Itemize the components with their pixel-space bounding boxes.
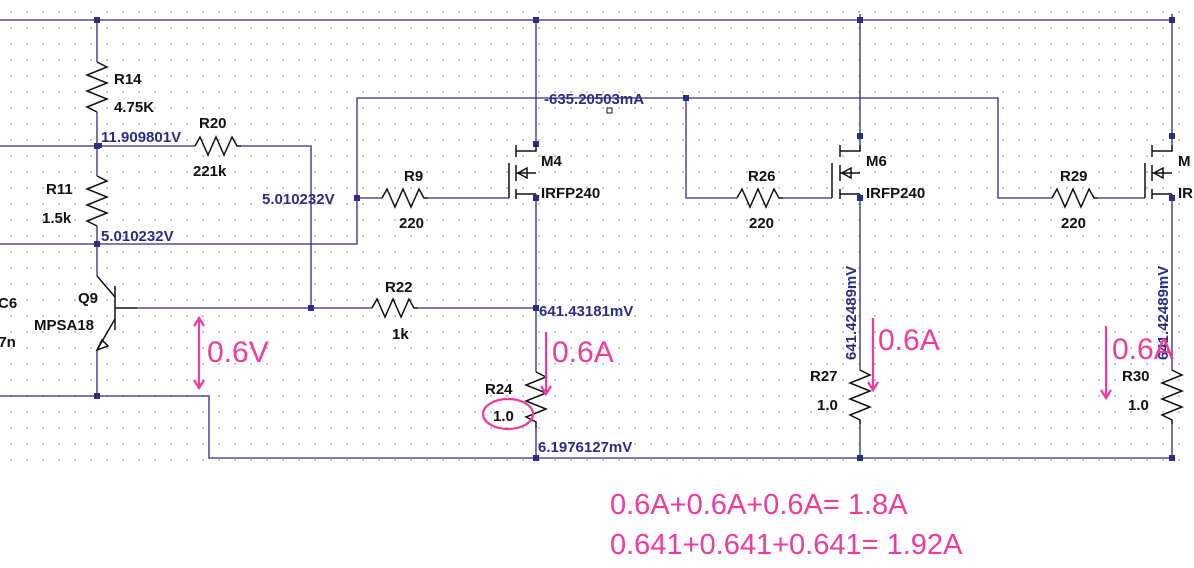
mosfet-right[interactable]: M IR xyxy=(1144,145,1193,202)
junction xyxy=(1169,195,1175,201)
m-right-model: IR xyxy=(1178,185,1193,202)
junction xyxy=(857,133,863,139)
junction xyxy=(94,241,100,247)
junction xyxy=(354,195,360,201)
r14-value: 4.75K xyxy=(114,99,154,116)
annotation-r24-circle xyxy=(481,397,535,431)
resistor-r14[interactable]: R14 4.75K xyxy=(84,61,154,116)
r9-value: 220 xyxy=(399,215,424,232)
r29-name: R29 xyxy=(1060,168,1088,185)
c6-value: 47n xyxy=(0,334,16,351)
resistor-r20[interactable]: R20 221k xyxy=(193,115,241,180)
junction xyxy=(533,455,539,461)
junction xyxy=(857,455,863,461)
resistor-r27[interactable]: R27 1.0 xyxy=(810,368,873,424)
annotation-vbe: 0.6V xyxy=(207,336,269,369)
transistor-q9[interactable]: Q9 MPSA18 xyxy=(34,275,137,352)
mosfet-m6[interactable]: M6 IRFP240 xyxy=(831,145,925,202)
junction xyxy=(1169,17,1175,23)
junction xyxy=(1169,455,1175,461)
r11-name: R11 xyxy=(46,181,73,198)
m-right-name: M xyxy=(1178,153,1191,170)
voltage-641-mright: 641.42489mV xyxy=(1155,266,1172,360)
m4-name: M4 xyxy=(541,153,562,170)
annotation-i2-arrow xyxy=(867,318,879,393)
r30-value: 1.0 xyxy=(1128,397,1149,414)
annotation-i3: 0.6A xyxy=(1112,333,1174,366)
junctions xyxy=(94,17,1175,461)
junction xyxy=(857,17,863,23)
r22-name: R22 xyxy=(385,279,413,296)
resistor-r22[interactable]: R22 1k xyxy=(371,279,418,343)
r30-name: R30 xyxy=(1122,368,1150,385)
q9-model: MPSA18 xyxy=(34,317,94,334)
annotation-sum-voltages: 0.641+0.641+0.641= 1.92A xyxy=(610,529,963,561)
junction xyxy=(94,17,100,23)
r14-name: R14 xyxy=(114,71,142,88)
current-probe-marker[interactable] xyxy=(606,107,613,114)
junction xyxy=(683,95,689,101)
current-probe-label: -635.20503mA xyxy=(544,91,644,108)
voltage-641-m4: 641.43181mV xyxy=(539,303,633,320)
r29-value: 220 xyxy=(1061,215,1086,232)
junction xyxy=(533,195,539,201)
annotation-i2: 0.6A xyxy=(878,324,940,357)
r11-value: 1.5k xyxy=(42,210,72,227)
junction xyxy=(97,143,102,148)
schematic-grid xyxy=(0,0,1194,470)
annotation-i1-arrow xyxy=(540,332,552,397)
voltage-641-m6: 641.42489mV xyxy=(843,266,860,360)
resistor-r9[interactable]: R9 220 xyxy=(381,168,428,232)
r20-name: R20 xyxy=(199,115,227,132)
r9-name: R9 xyxy=(404,168,423,185)
r24-name: R24 xyxy=(485,381,513,398)
r27-name: R27 xyxy=(810,368,838,385)
junction xyxy=(308,305,314,311)
junction xyxy=(533,305,539,311)
voltage-11909: 11.909801V xyxy=(101,129,181,146)
resistor-r24[interactable]: R24 1.0 xyxy=(485,371,549,428)
r26-name: R26 xyxy=(748,168,776,185)
junction xyxy=(1169,133,1175,139)
r20-value: 221k xyxy=(193,163,227,180)
annotation-vbe-arrow xyxy=(193,315,205,391)
annotation-i3-arrow xyxy=(1100,326,1112,401)
voltage-5010-node: 5.010232V xyxy=(101,228,174,245)
q9-name: Q9 xyxy=(78,290,98,307)
voltage-6197: 6.1976127mV xyxy=(538,439,632,456)
junction xyxy=(94,393,100,399)
r22-value: 1k xyxy=(392,326,409,343)
resistor-r26[interactable]: R26 220 xyxy=(736,168,783,232)
junction xyxy=(533,17,539,23)
r26-value: 220 xyxy=(749,215,774,232)
m4-model: IRFP240 xyxy=(541,185,600,202)
junction xyxy=(533,141,539,147)
junction xyxy=(857,195,863,201)
mosfet-m4[interactable]: M4 IRFP240 xyxy=(508,145,600,202)
c6-name: C6 xyxy=(0,295,17,312)
annotation-sum-currents: 0.6A+0.6A+0.6A= 1.8A xyxy=(610,489,908,521)
r24-value: 1.0 xyxy=(493,408,514,425)
annotation-i1: 0.6A xyxy=(552,336,614,369)
m6-name: M6 xyxy=(866,153,887,170)
wires xyxy=(0,14,1173,459)
resistor-r30[interactable]: R30 1.0 xyxy=(1122,368,1185,424)
resistor-r11[interactable]: R11 1.5k xyxy=(42,175,110,227)
m6-model: IRFP240 xyxy=(866,185,925,202)
r27-value: 1.0 xyxy=(817,397,838,414)
resistor-r29[interactable]: R29 220 xyxy=(1051,168,1098,232)
voltage-5010-gate: 5.010232V xyxy=(262,191,335,208)
voltage-labels: 11.909801V 5.010232V 5.010232V -635.2050… xyxy=(101,91,1172,456)
